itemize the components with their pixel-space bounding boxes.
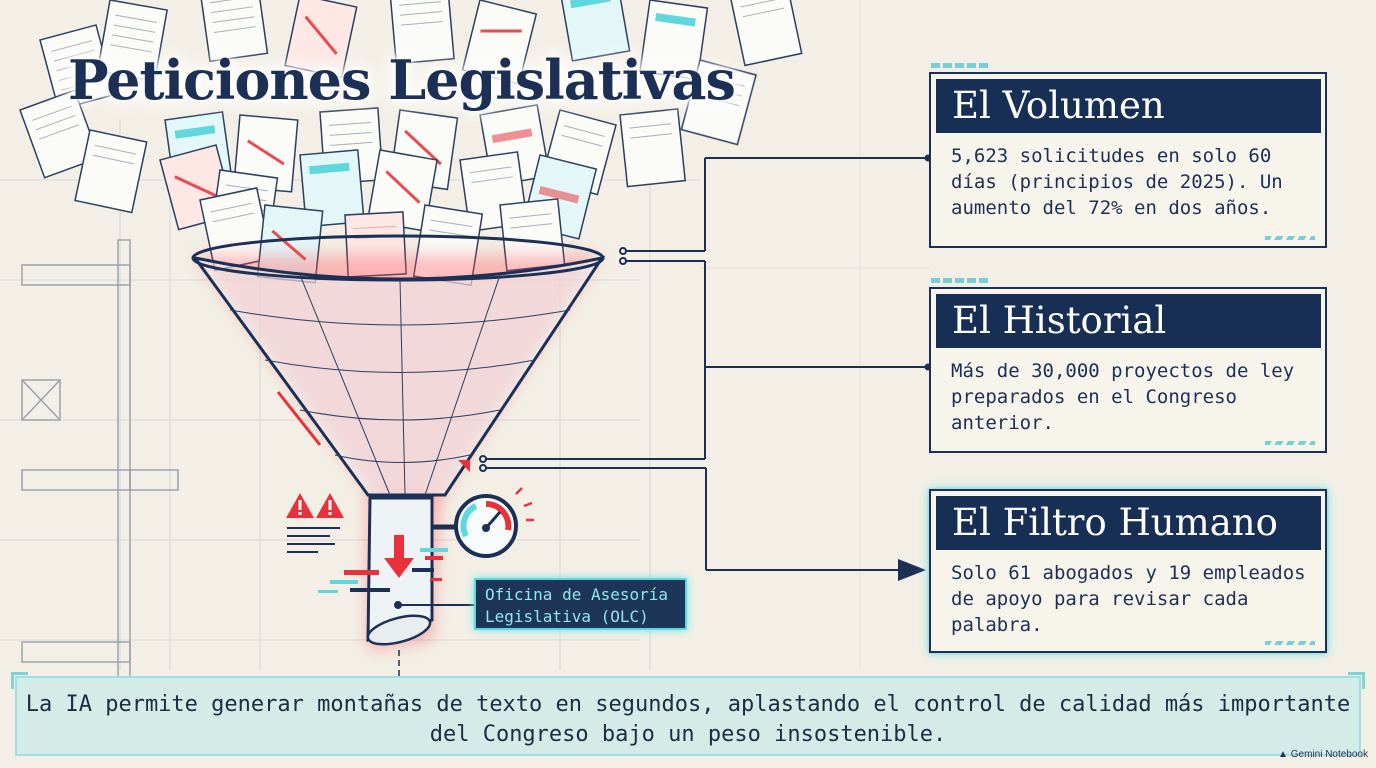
watermark-text: Gemini Notebook: [1290, 749, 1368, 760]
panel-decoration: [1265, 641, 1315, 645]
connector-dot: [394, 601, 402, 609]
pressure-gauge-icon: [432, 487, 534, 558]
watermark: ▲ Gemini Notebook: [1278, 749, 1368, 760]
panel-title: El Historial: [936, 294, 1321, 348]
banner-corner: [11, 672, 28, 689]
banner-text: La IA permite generar montañas de texto …: [25, 692, 1351, 747]
panel-text: Solo 61 abogados y 19 empleados de apoyo…: [951, 562, 1306, 636]
panel-historial: El Historial Más de 30,000 proyectos de …: [929, 278, 1327, 453]
panel-decoration: [1265, 236, 1315, 240]
funnel: [191, 234, 606, 680]
panel-filtro-humano: El Filtro Humano Solo 61 abogados y 19 e…: [929, 489, 1327, 653]
arrow-down-icon: [384, 535, 414, 578]
glitch-bars: [318, 548, 448, 593]
connector-lines: [398, 157, 928, 606]
olc-label: Oficina de Asesoría Legislativa (OLC): [474, 578, 687, 630]
page-title: Peticiones Legislativas: [68, 48, 736, 112]
panel-title: El Filtro Humano: [936, 496, 1321, 550]
panel-text: Más de 30,000 proyectos de ley preparado…: [951, 360, 1295, 434]
banner-corner: [1348, 672, 1365, 689]
panel-decoration: [1265, 441, 1315, 445]
panel-decoration: [931, 63, 991, 68]
blueprint-structure: [21, 239, 179, 681]
document-pile: [19, 0, 803, 287]
warning-icon: [286, 493, 344, 553]
arrow-right-icon: [898, 559, 926, 581]
panel-title: El Volumen: [936, 79, 1321, 133]
panel-decoration: [931, 278, 991, 283]
panel-text: 5,623 solicitudes en solo 60 días (princ…: [951, 145, 1283, 219]
panel-volumen: El Volumen 5,623 solicitudes en solo 60 …: [929, 63, 1327, 248]
bottom-banner: La IA permite generar montañas de texto …: [11, 672, 1365, 756]
